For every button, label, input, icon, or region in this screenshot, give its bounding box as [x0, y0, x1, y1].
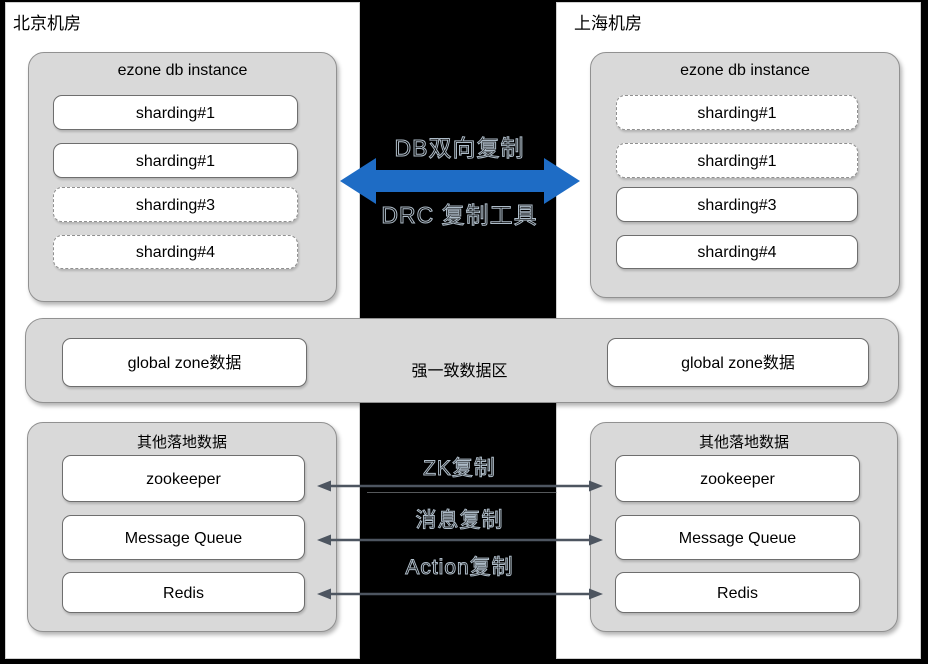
action-replication-arrow-icon	[317, 588, 603, 600]
beijing-title: 北京机房	[13, 14, 81, 33]
beijing-shard-4: sharding#4	[53, 235, 298, 269]
shanghai-redis: Redis	[615, 572, 860, 613]
db-sync-double-arrow-icon	[340, 158, 580, 204]
zk-replication-arrow-icon	[317, 480, 603, 492]
beijing-message-queue: Message Queue	[62, 515, 305, 560]
divider-line	[367, 492, 557, 493]
shanghai-global-zone: global zone数据	[607, 338, 869, 387]
strong-consistency-label: 强一致数据区	[411, 363, 508, 380]
shanghai-zookeeper: zookeeper	[615, 455, 860, 502]
shanghai-shard-1: sharding#1	[616, 95, 858, 130]
beijing-global-zone: global zone数据	[62, 338, 307, 387]
zk-replication-label: ZK复制	[423, 456, 496, 480]
beijing-ezone-title: ezone db instance	[117, 62, 248, 79]
beijing-shard-3: sharding#3	[53, 187, 298, 222]
db-replication-label: DB双向复制	[394, 135, 525, 162]
shanghai-landing-title: 其他落地数据	[698, 434, 789, 451]
shanghai-message-queue: Message Queue	[615, 515, 860, 560]
shanghai-shard-2: sharding#1	[616, 143, 858, 178]
beijing-landing-title: 其他落地数据	[136, 434, 227, 451]
shanghai-shard-3: sharding#3	[616, 187, 858, 222]
shanghai-title: 上海机房	[574, 14, 642, 33]
beijing-redis: Redis	[62, 572, 305, 613]
drc-tool-label: DRC 复制工具	[381, 202, 538, 229]
message-replication-arrow-icon	[317, 534, 603, 546]
message-replication-label: 消息复制	[415, 508, 504, 532]
beijing-shard-1: sharding#1	[53, 95, 298, 130]
shanghai-ezone-title: ezone db instance	[680, 62, 810, 79]
shanghai-shard-4: sharding#4	[616, 235, 858, 269]
beijing-shard-2: sharding#1	[53, 143, 298, 178]
beijing-zookeeper: zookeeper	[62, 455, 305, 502]
action-replication-label: Action复制	[405, 555, 514, 579]
